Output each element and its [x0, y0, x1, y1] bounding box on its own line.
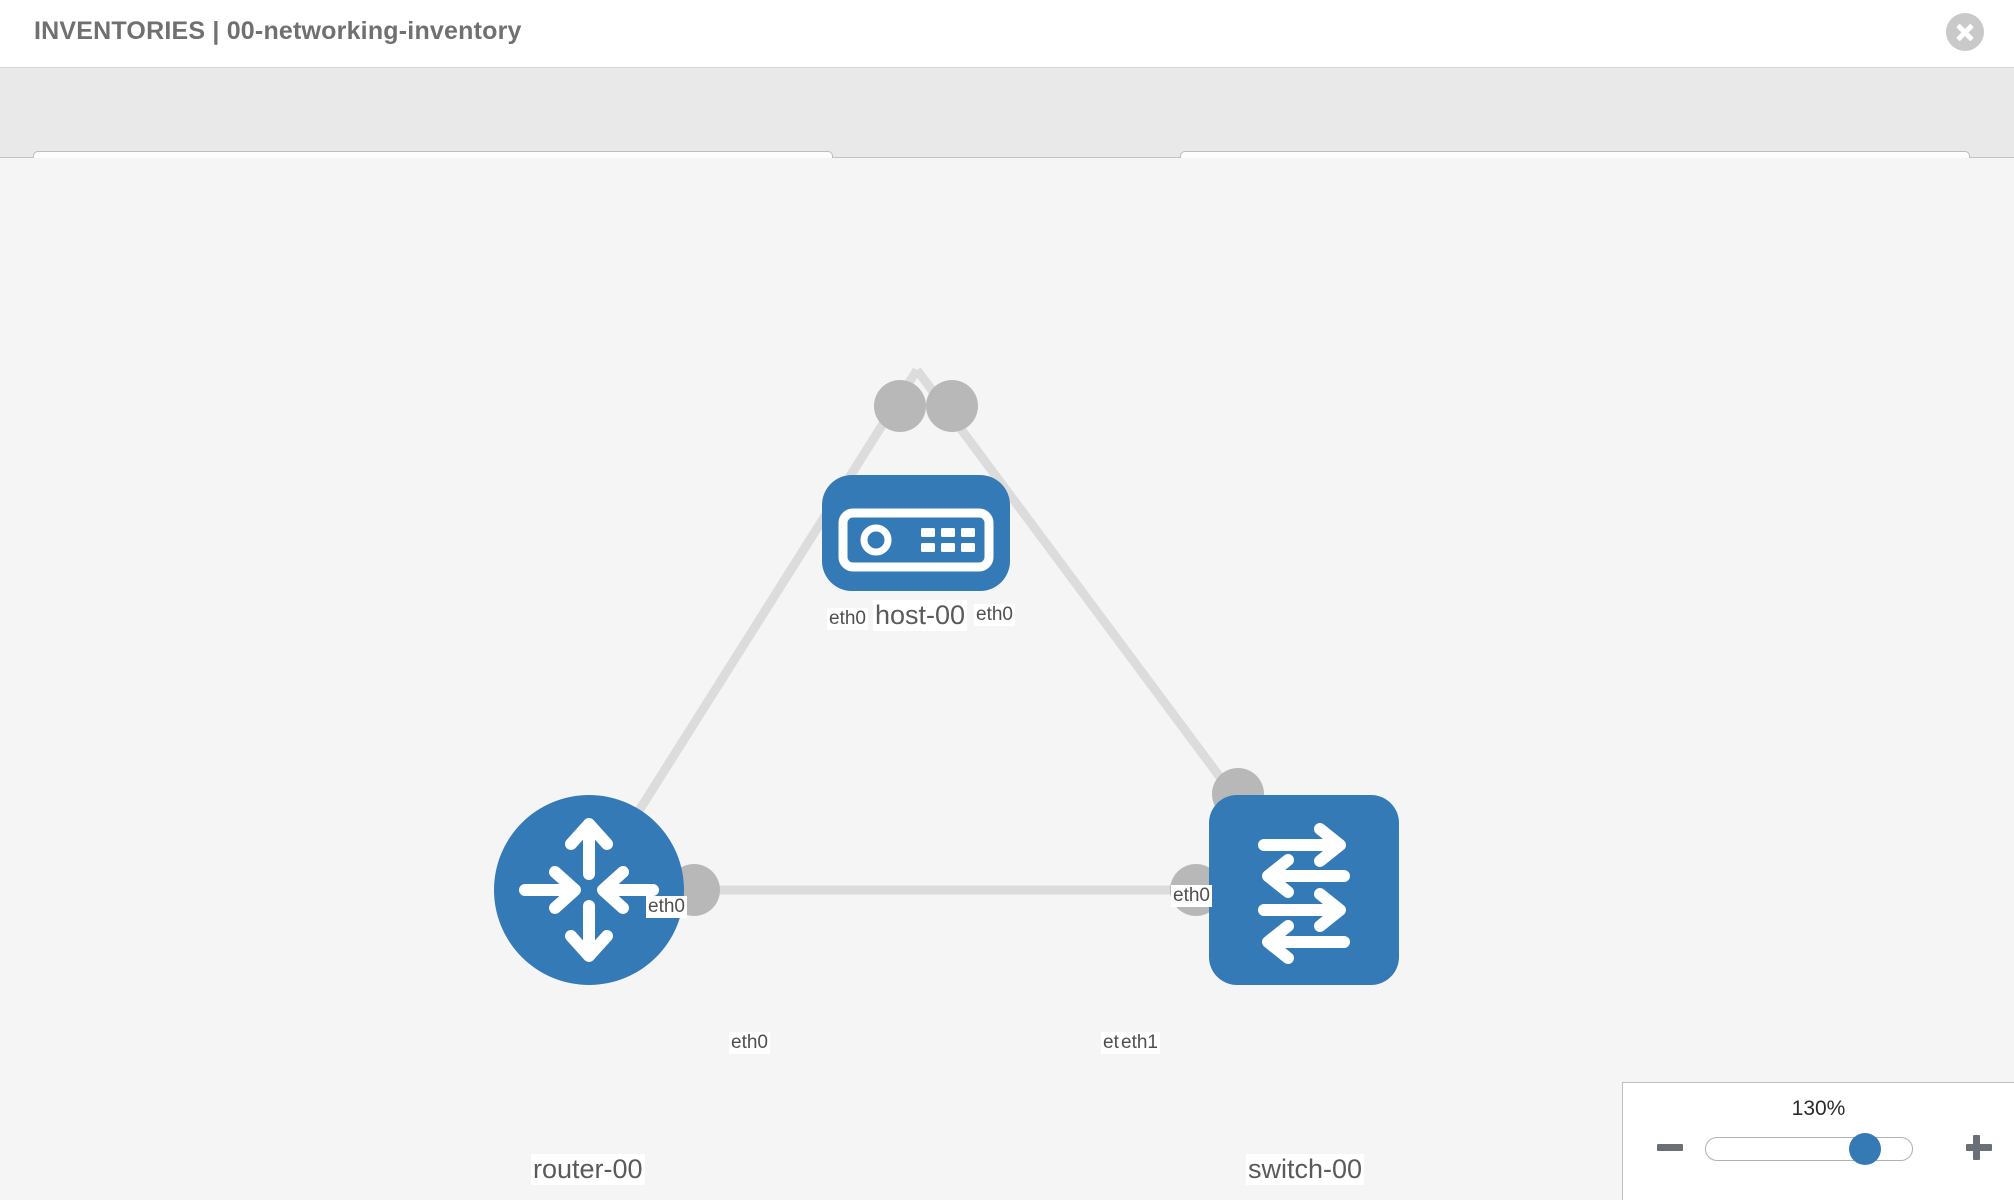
topology-graph: [494, 367, 1399, 985]
port-host-right: [926, 380, 978, 432]
node-router-00[interactable]: [494, 795, 684, 985]
server-appliance-icon: [838, 508, 994, 572]
node-label-switch-00: switch-00: [1246, 1154, 1365, 1186]
node-label-host-00: host-00: [873, 600, 968, 632]
toolbar: ACTIONS SEARCH: [0, 68, 2014, 203]
link-router-host: [585, 367, 921, 893]
topology-ports: [668, 380, 1264, 916]
switch-arrows-icon: [1258, 823, 1350, 964]
zoom-level-value: 130%: [1791, 1097, 1846, 1120]
edge-label: eth1: [1119, 1032, 1160, 1054]
edge-label: eth0: [729, 1032, 770, 1054]
minus-icon: [1657, 1144, 1683, 1151]
node-host-00[interactable]: [822, 475, 1010, 591]
zoom-control-panel: 130%: [1622, 1082, 2014, 1200]
zoom-slider-thumb[interactable]: [1849, 1133, 1881, 1165]
topology-canvas[interactable]: eth0 eth0 eth0 eth0 eth0 eth eth1 host-0…: [0, 158, 2014, 1200]
edge-label: eth0: [974, 604, 1015, 626]
edge-label: eth0: [827, 608, 868, 630]
edge-label: eth0: [1171, 885, 1212, 907]
page-header: INVENTORIES | 00-networking-inventory: [0, 0, 2014, 68]
node-switch-00[interactable]: [1209, 795, 1399, 985]
zoom-slider-track[interactable]: [1705, 1137, 1913, 1161]
edge-label: eth0: [646, 896, 687, 918]
page-title: INVENTORIES | 00-networking-inventory: [34, 17, 522, 45]
node-label-router-00: router-00: [531, 1154, 645, 1186]
router-arrows-icon: [519, 818, 659, 962]
plus-icon-vertical: [1973, 1135, 1980, 1160]
zoom-in-button[interactable]: [1964, 1132, 1994, 1162]
close-icon[interactable]: [1946, 13, 1984, 51]
zoom-out-button[interactable]: [1655, 1132, 1685, 1162]
port-host-left: [874, 380, 926, 432]
